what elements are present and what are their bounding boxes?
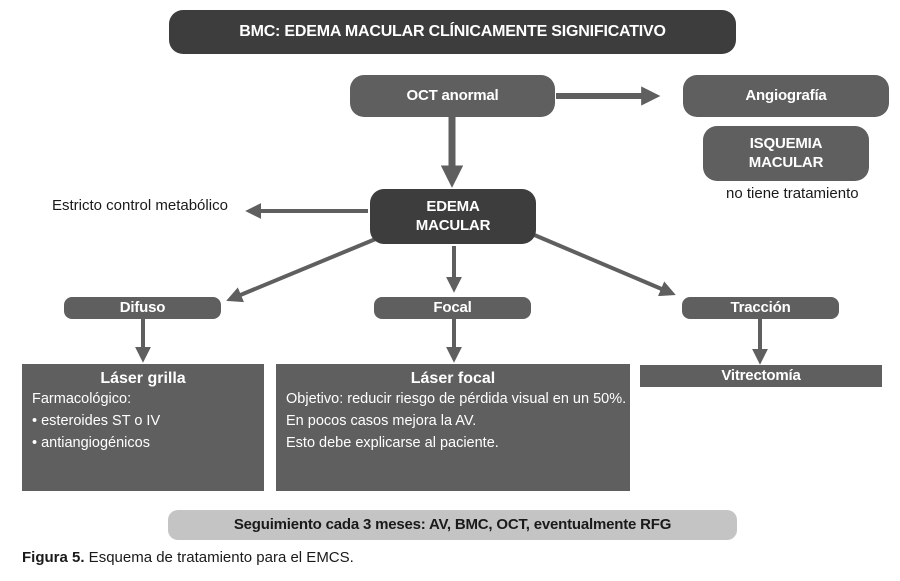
- laser-focal-title: Láser focal: [410, 370, 496, 387]
- angiografia-label: Angiografía: [745, 86, 827, 104]
- edema-label-line2: MACULAR: [415, 216, 491, 234]
- difuso-node: Difuso: [64, 297, 221, 319]
- laser-focal-box: Láser focal Objetivo: reducir riesgo de …: [276, 364, 630, 491]
- laser-grilla-line: • antiangiogénicos: [32, 435, 150, 451]
- focal-label: Focal: [433, 298, 472, 316]
- arrow-edema-to-traccion: [531, 232, 676, 297]
- no-tratamiento-text: no tiene tratamiento: [726, 185, 859, 202]
- isquemia-label-line1: ISQUEMIA: [749, 134, 823, 152]
- edema-macular-node: EDEMA MACULAR: [370, 189, 536, 244]
- laser-grilla-line: Farmacológico:: [32, 391, 132, 407]
- laser-focal-line: Esto debe explicarse al paciente.: [286, 435, 499, 451]
- vitrectomia-node: Vitrectomía: [640, 365, 882, 387]
- caption-label: Figura 5.: [22, 549, 85, 566]
- edema-label-line1: EDEMA: [426, 197, 480, 215]
- figure-caption: Figura 5. Esquema de tratamiento para el…: [22, 549, 354, 566]
- title-box: BMC: EDEMA MACULAR CLÍNICAMENTE SIGNIFIC…: [169, 10, 736, 54]
- caption-text: Esquema de tratamiento para el EMCS.: [84, 549, 354, 566]
- laser-grilla-title: Láser grilla: [100, 370, 186, 387]
- oct-anormal-node: OCT anormal: [350, 75, 555, 117]
- angiografia-node: Angiografía: [683, 75, 889, 117]
- traccion-label: Tracción: [730, 298, 791, 316]
- isquemia-label-line2: MACULAR: [748, 153, 824, 171]
- seguimiento-text: Seguimiento cada 3 meses: AV, BMC, OCT, …: [233, 515, 672, 533]
- seguimiento-box: Seguimiento cada 3 meses: AV, BMC, OCT, …: [168, 510, 737, 540]
- vitrectomia-label: Vitrectomía: [721, 366, 801, 384]
- title-text: BMC: EDEMA MACULAR CLÍNICAMENTE SIGNIFIC…: [239, 23, 666, 40]
- focal-node: Focal: [374, 297, 531, 319]
- oct-anormal-label: OCT anormal: [406, 86, 499, 104]
- laser-focal-line: Objetivo: reducir riesgo de pérdida visu…: [286, 391, 627, 407]
- arrow-edema-to-difuso: [226, 236, 379, 303]
- traccion-node: Tracción: [682, 297, 839, 319]
- control-metabolico-text: Estricto control metabólico: [52, 197, 228, 214]
- difuso-label: Difuso: [119, 298, 166, 316]
- laser-focal-line: En pocos casos mejora la AV.: [286, 413, 477, 429]
- laser-grilla-box: Láser grilla Farmacológico: • esteroides…: [22, 364, 264, 491]
- isquemia-macular-node: ISQUEMIA MACULAR: [703, 126, 869, 181]
- laser-grilla-line: • esteroides ST o IV: [32, 413, 161, 429]
